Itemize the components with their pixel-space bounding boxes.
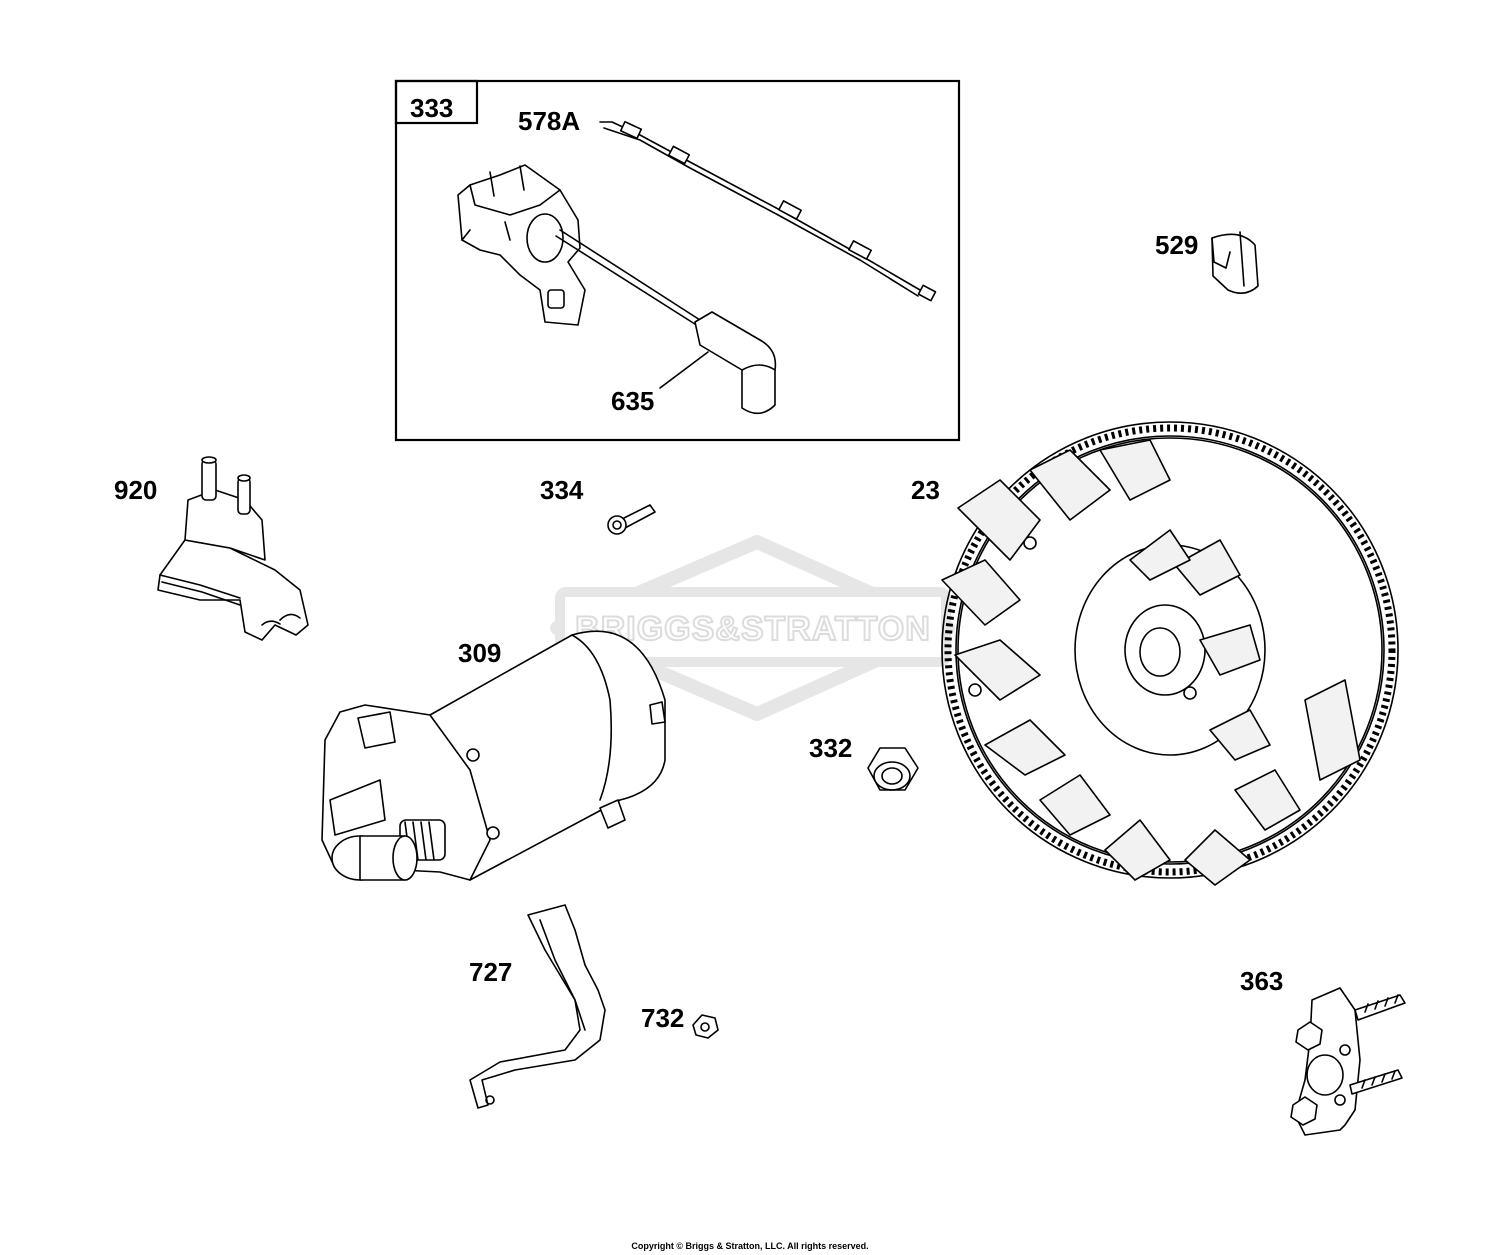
bracket-363 xyxy=(1290,987,1406,1136)
ignition-armature xyxy=(457,164,586,326)
flywheel-nut-332 xyxy=(867,747,919,791)
part-label-334: 334 xyxy=(540,475,584,505)
part-label-732: 732 xyxy=(641,1003,685,1033)
flywheel-fins xyxy=(941,439,1361,886)
part-label-363: 363 xyxy=(1240,966,1284,996)
starter-motor-309 xyxy=(321,630,666,881)
part-label-920: 920 xyxy=(114,475,158,505)
ground-wire-578a xyxy=(599,120,937,302)
copyright-notice: Copyright © Briggs & Stratton, LLC. All … xyxy=(631,1241,869,1251)
flywheel-23 xyxy=(941,421,1399,886)
part-label-529: 529 xyxy=(1155,230,1199,260)
part-label-309: 309 xyxy=(458,638,502,668)
nut-732 xyxy=(692,1014,719,1039)
part-label-578a: 578A xyxy=(518,106,581,136)
part-label-635: 635 xyxy=(611,386,655,416)
part-label-332: 332 xyxy=(809,733,853,763)
part-label-727: 727 xyxy=(469,957,513,987)
rectifier-920 xyxy=(157,456,309,641)
screw-334 xyxy=(607,504,656,535)
part-label-23: 23 xyxy=(911,475,940,505)
starter-bracket-727 xyxy=(469,904,606,1109)
watermark-logo: BRIGGS&STRATTON xyxy=(550,535,955,721)
assembly-box-label: 333 xyxy=(410,93,454,123)
spark-lead-635 xyxy=(555,229,777,415)
assembly-box-333 xyxy=(394,79,961,442)
watermark-text: BRIGGS&STRATTON xyxy=(575,610,931,648)
grommet-529 xyxy=(1211,231,1259,294)
